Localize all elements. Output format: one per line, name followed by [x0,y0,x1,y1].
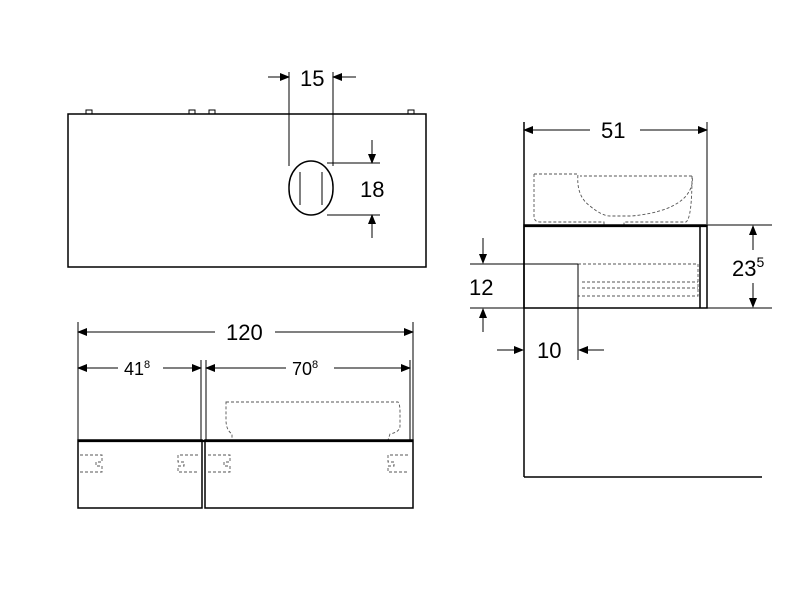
dim-drawer-height: 12 [469,238,578,332]
dim-hole-width-label: 15 [300,66,324,91]
dim-right-section: 708 [205,359,411,440]
dim-cabinet-height: 235 [707,224,772,309]
dim-hole-width: 15 [268,66,356,166]
rear-view: 15 18 [67,66,427,268]
dim-right-section-label: 708 [292,359,318,379]
dim-wall-offset-label: 10 [537,338,561,363]
dim-depth-label: 51 [601,118,625,143]
dim-drawer-height-label: 12 [469,275,493,300]
dim-cabinet-height-label: 235 [732,254,764,281]
right-cabinet [204,439,414,509]
side-view: 51 235 12 [469,118,772,478]
rear-panel [67,113,427,268]
dim-total-width-label: 120 [226,320,263,345]
drawer-side-outline [577,263,699,297]
dim-left-section-label: 418 [124,359,150,379]
dim-total-width: 120 [77,320,414,440]
dim-depth: 51 [523,118,708,224]
basin-outline [225,401,401,441]
dim-wall-offset: 10 [497,264,604,363]
mounting-tabs [85,109,415,115]
left-cabinet [77,439,203,509]
drawer-runners [80,454,408,473]
dim-hole-height-label: 18 [360,177,384,202]
dim-left-section: 418 [77,359,202,440]
pipe-opening [288,160,334,216]
dim-hole-height: 18 [327,140,384,238]
basin-side-outline [533,173,693,227]
front-view: 120 418 708 [77,320,414,509]
